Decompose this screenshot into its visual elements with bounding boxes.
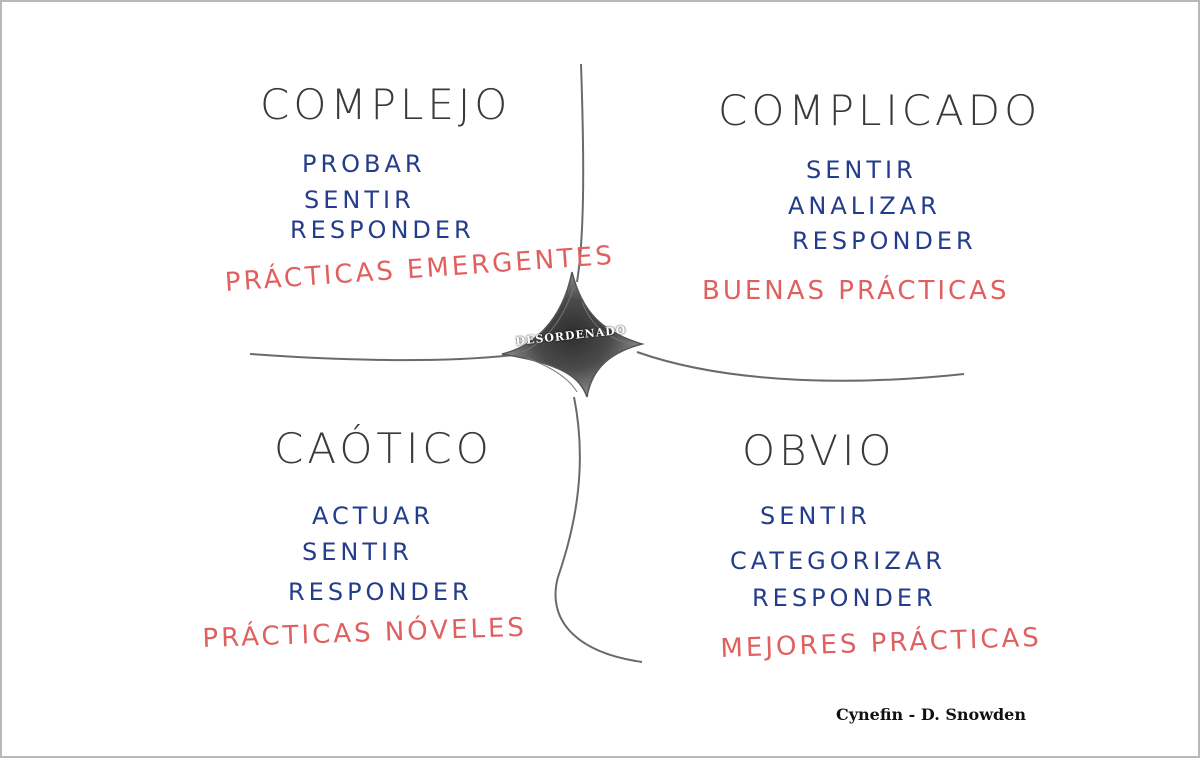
chaotic-step-1: ACTUAR (312, 502, 435, 530)
divider-left (249, 353, 523, 362)
chaotic-step-2: SENTIR (302, 538, 413, 566)
complicated-step-3: RESPONDER (792, 227, 977, 255)
divider-top (576, 63, 585, 283)
complex-step-2: SENTIR (304, 186, 415, 214)
obvious-step-1: SENTIR (760, 502, 871, 530)
credit-label: Cynefin - D. Snowden (836, 705, 1026, 724)
obvious-title: OBVIO (742, 426, 896, 475)
chaotic-title: CAÓTICO (274, 424, 493, 473)
chaotic-step-3: RESPONDER (288, 578, 473, 606)
divider-bottom (554, 396, 643, 663)
obvious-step-2: CATEGORIZAR (730, 547, 946, 575)
complicated-practice: BUENAS PRÁCTICAS (702, 276, 1010, 306)
complicated-step-1: SENTIR (806, 156, 917, 184)
complicated-title: COMPLICADO (718, 86, 1042, 135)
divider-right (636, 351, 965, 382)
disorder-blob (501, 271, 645, 398)
complex-step-3: RESPONDER (290, 216, 475, 244)
complex-step-1: PROBAR (302, 150, 426, 178)
complicated-step-2: ANALIZAR (788, 192, 941, 220)
obvious-step-3: RESPONDER (752, 584, 937, 612)
complex-title: COMPLEJO (260, 80, 512, 129)
